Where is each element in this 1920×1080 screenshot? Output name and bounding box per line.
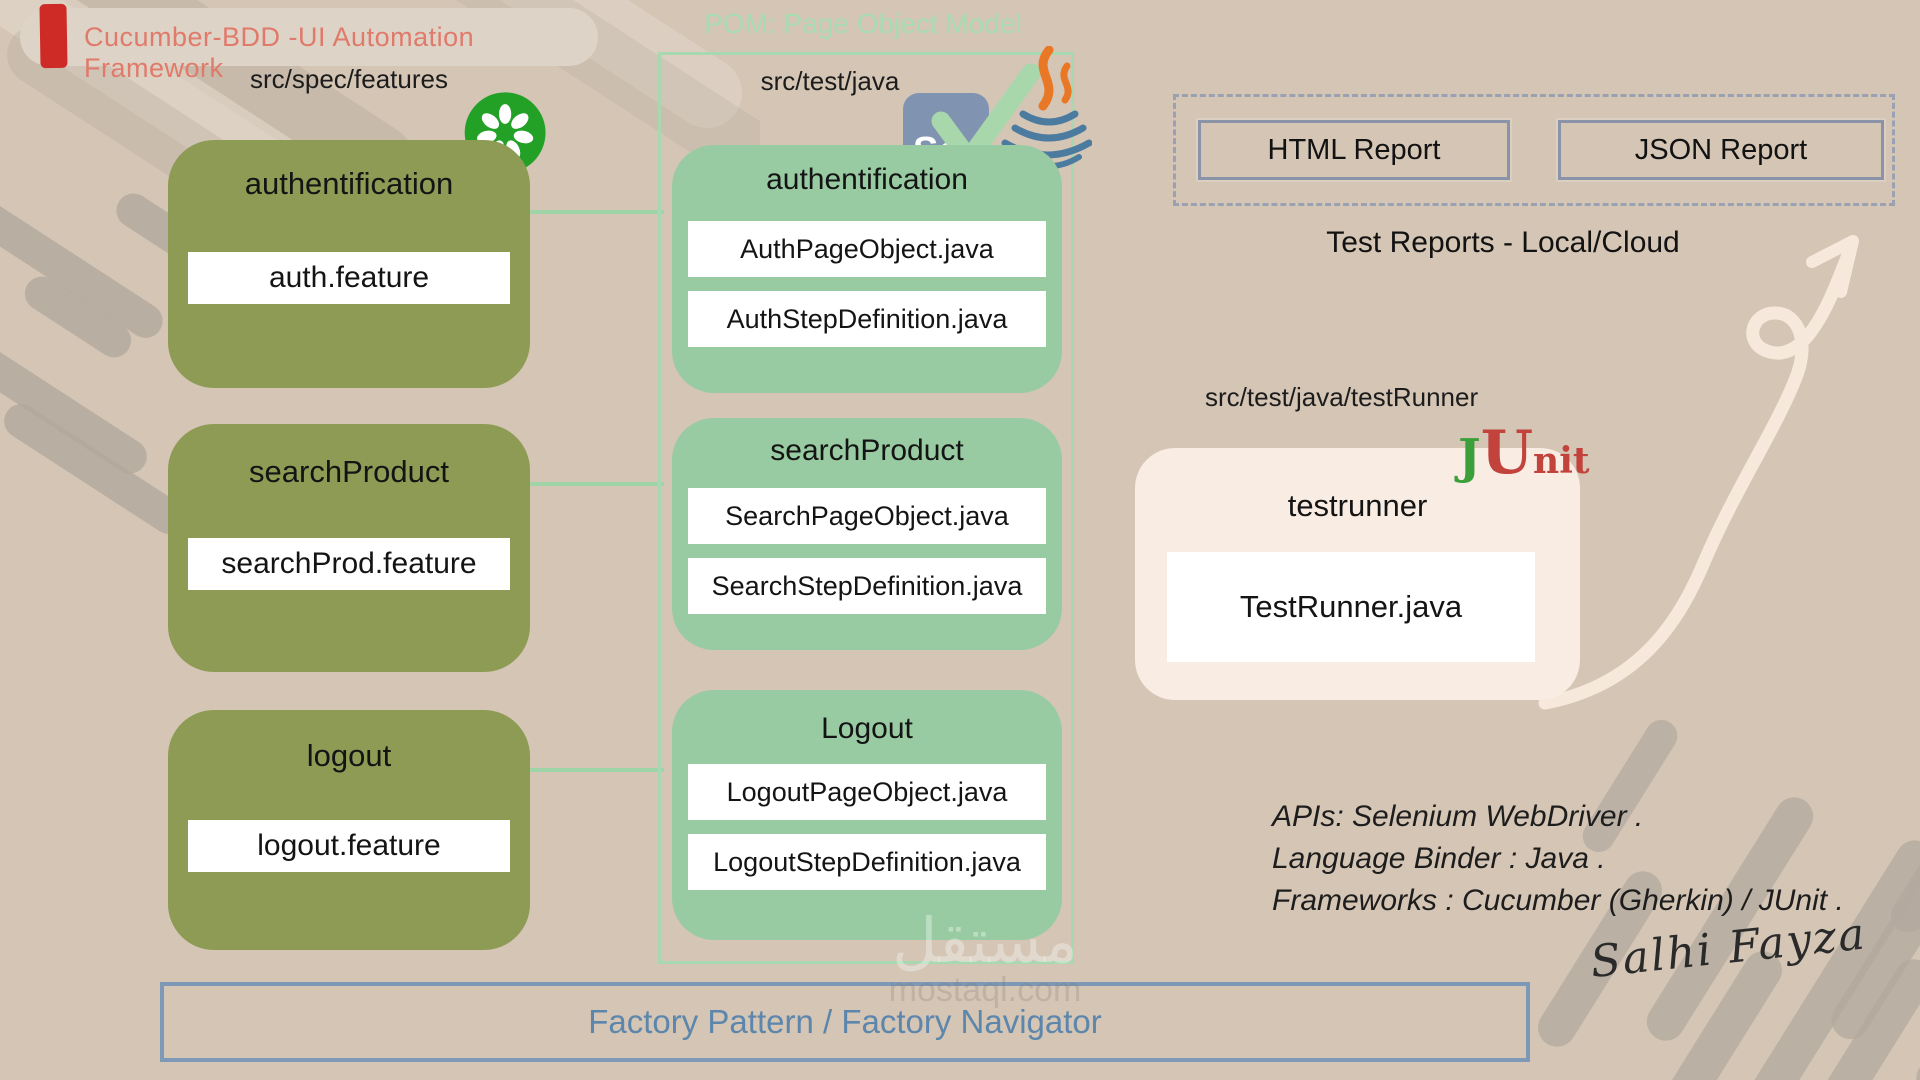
feature-file: searchProd.feature (188, 538, 510, 590)
feature-file: logout.feature (188, 820, 510, 872)
runner-title: testrunner (1287, 488, 1428, 523)
pom-box-searchproduct: searchProduct SearchPageObject.java Sear… (672, 418, 1062, 650)
pom-path-label: src/test/java (760, 66, 900, 96)
note-language-binder: Language Binder : Java . (1272, 842, 1606, 875)
pom-box-title: Logout (821, 712, 913, 745)
feature-box-authentification: authentification auth.feature (168, 140, 530, 388)
pom-file: SearchPageObject.java (688, 488, 1046, 544)
runner-file: TestRunner.java (1167, 552, 1535, 662)
factory-pattern-bar: Factory Pattern / Factory Navigator (160, 982, 1530, 1062)
junit-nit: nit (1533, 440, 1590, 482)
feature-box-searchproduct: searchProduct searchProd.feature (168, 424, 530, 672)
page-title: Cucumber-BDD -UI Automation Framework (84, 22, 475, 83)
pom-box-title: authentification (766, 163, 968, 196)
notes-block: APIs: Selenium WebDriver . Language Bind… (1272, 796, 1844, 922)
title-accent-bar (39, 3, 68, 69)
junit-icon: JUnit (1458, 418, 1590, 488)
pom-file: AuthPageObject.java (688, 221, 1046, 277)
pom-box-authentification: authentification AuthPageObject.java Aut… (672, 145, 1062, 393)
feature-box-title: authentification (244, 166, 454, 201)
reports-caption: Test Reports - Local/Cloud (1326, 226, 1680, 259)
json-report-box: JSON Report (1558, 120, 1884, 180)
runner-path-label: src/test/java/testRunner (1205, 382, 1479, 412)
pom-box-title: searchProduct (770, 434, 964, 467)
connector-searchproduct (528, 482, 664, 486)
junit-j: J (1458, 429, 1481, 485)
feature-box-title: logout (306, 738, 392, 773)
features-path-label: src/spec/features (250, 64, 448, 94)
connector-authentification (528, 210, 664, 214)
feature-box-logout: logout logout.feature (168, 710, 530, 950)
feature-file: auth.feature (188, 252, 510, 304)
pom-container (658, 52, 1074, 964)
title-banner (20, 8, 598, 66)
feature-box-title: searchProduct (249, 454, 449, 489)
note-apis: APIs: Selenium WebDriver . (1272, 800, 1644, 833)
pom-file: SearchStepDefinition.java (688, 558, 1046, 614)
html-report-box: HTML Report (1198, 120, 1510, 180)
pom-box-logout: Logout LogoutPageObject.java LogoutStepD… (672, 690, 1062, 940)
connector-logout (528, 768, 664, 772)
pom-heading: POM: Page Object Model (704, 8, 1022, 39)
junit-u: U (1480, 418, 1534, 488)
pom-file: LogoutPageObject.java (688, 764, 1046, 820)
pom-file: LogoutStepDefinition.java (688, 834, 1046, 890)
pom-file: AuthStepDefinition.java (688, 291, 1046, 347)
reports-container (1173, 94, 1895, 206)
note-frameworks: Frameworks : Cucumber (Gherkin) / JUnit … (1272, 884, 1844, 917)
